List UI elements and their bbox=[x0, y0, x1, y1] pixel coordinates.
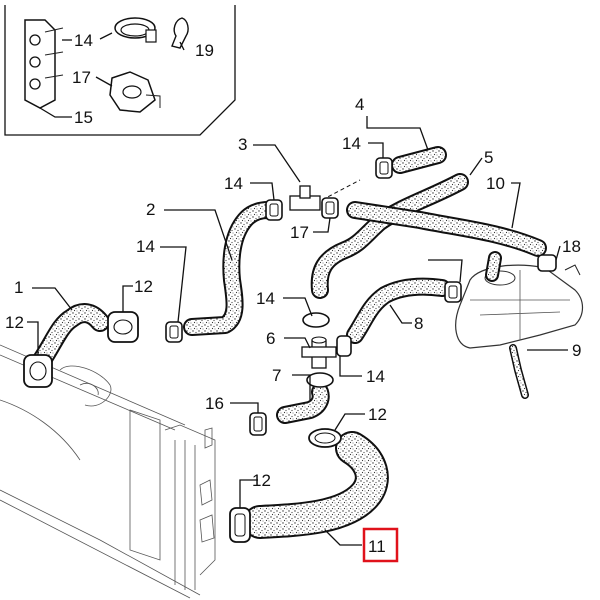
clamp-part-13 bbox=[114, 17, 157, 43]
t-fitting-6 bbox=[301, 336, 337, 369]
callout-7: 7 bbox=[272, 366, 281, 385]
clamp bbox=[336, 335, 352, 357]
radiator bbox=[0, 344, 216, 599]
clamp bbox=[165, 321, 183, 343]
clamp bbox=[537, 254, 557, 272]
clamp bbox=[23, 354, 53, 388]
callout-3: 3 bbox=[238, 135, 247, 154]
callout-13: 14 bbox=[74, 31, 93, 50]
callout-5: 5 bbox=[484, 148, 493, 167]
callout-14-lower-left: 16 bbox=[205, 394, 224, 413]
hose-10 bbox=[346, 201, 547, 282]
clamp bbox=[306, 372, 334, 388]
callout-4: 4 bbox=[355, 95, 364, 114]
callout-14-center: 14 bbox=[256, 289, 275, 308]
highlight-box bbox=[362, 527, 399, 563]
inset-box bbox=[4, 5, 236, 136]
clamp-part-16 bbox=[109, 71, 161, 113]
callout-17-left: 17 bbox=[290, 223, 309, 242]
clamp bbox=[375, 157, 393, 179]
clamp bbox=[229, 507, 251, 543]
hose-8 bbox=[346, 277, 451, 344]
callout-labels: 14 19 17 15 4 14 3 5 10 14 2 17 18 14 1 … bbox=[5, 31, 581, 490]
callout-12-left: 12 bbox=[5, 313, 24, 332]
clip-part-19 bbox=[171, 17, 189, 49]
hose-7 bbox=[276, 383, 330, 424]
clamp bbox=[265, 199, 283, 221]
hose-4 bbox=[391, 146, 447, 174]
clamp bbox=[302, 312, 330, 328]
callout-8: 8 bbox=[414, 314, 423, 333]
clamp bbox=[321, 197, 339, 219]
hose-11 bbox=[243, 431, 389, 539]
highlighted-callout: 11 bbox=[362, 527, 399, 563]
callout-12-upper: 12 bbox=[134, 277, 153, 296]
hose-1 bbox=[32, 303, 110, 370]
callout-12-right: 12 bbox=[368, 405, 387, 424]
hose-2 bbox=[183, 201, 277, 336]
hose-5 bbox=[310, 173, 469, 299]
clamp bbox=[308, 428, 342, 448]
clamp bbox=[107, 311, 139, 343]
callout-1: 1 bbox=[14, 278, 23, 297]
callout-10: 10 bbox=[486, 174, 505, 193]
callout-14-mid-left: 14 bbox=[136, 237, 155, 256]
leader-lines bbox=[27, 32, 568, 546]
clamp bbox=[249, 412, 267, 436]
callout-2: 2 bbox=[146, 200, 155, 219]
clamp bbox=[444, 281, 462, 303]
bracket-part-15 bbox=[24, 19, 64, 109]
callout-16: 17 bbox=[72, 68, 91, 87]
callout-17-right: 18 bbox=[562, 237, 581, 256]
callout-12-bottom: 12 bbox=[252, 471, 271, 490]
hose-9 bbox=[509, 344, 529, 399]
callout-14-lower-right: 14 bbox=[366, 367, 385, 386]
callout-9: 9 bbox=[572, 341, 581, 360]
expansion-tank bbox=[455, 264, 584, 349]
callout-19: 19 bbox=[195, 41, 214, 60]
callout-11: 11 bbox=[368, 537, 386, 556]
callout-14-upper-left: 14 bbox=[224, 174, 243, 193]
connector-3 bbox=[289, 179, 361, 211]
callout-15: 15 bbox=[74, 108, 93, 127]
callout-6: 6 bbox=[266, 329, 275, 348]
callout-14-top: 14 bbox=[342, 134, 361, 153]
